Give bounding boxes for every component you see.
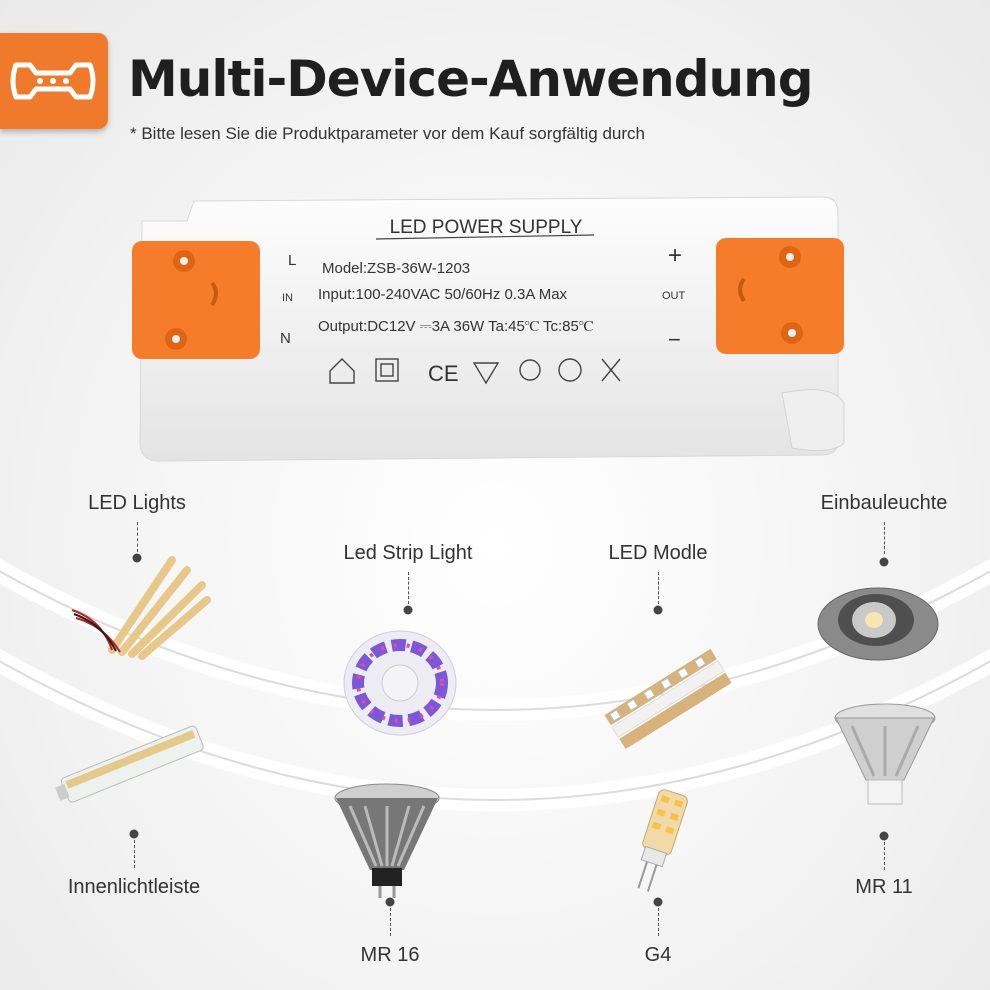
pin-line-led-modle — [658, 572, 659, 604]
pin-dot-mr16 — [385, 897, 395, 907]
left-terminal-block — [132, 241, 260, 359]
pin-line-led-strip — [408, 572, 409, 604]
right-terminal-block — [716, 238, 844, 354]
psu-output: Output:DC12V ⎓3A 36W Ta:45℃ Tc:85℃ — [318, 318, 594, 335]
label-g4: G4 — [644, 944, 672, 966]
pin-line-mr11 — [884, 842, 885, 870]
psu-right-minus: − — [668, 327, 681, 352]
g4-image — [637, 789, 688, 892]
innenlichtleiste-image — [55, 725, 204, 803]
safety-transformer-icon — [519, 359, 541, 381]
wrench-connector-icon — [10, 62, 96, 100]
certification-icons — [329, 358, 621, 385]
pin-line-g4 — [658, 908, 659, 936]
pin-dot-led-lights — [132, 553, 142, 563]
led-strip-light-image — [343, 630, 457, 736]
psu-left-in: IN — [282, 292, 293, 304]
led-lights-image — [71, 556, 211, 660]
label-led-strip-light: Led Strip Light — [343, 542, 473, 564]
pin-line-mr16 — [390, 908, 391, 936]
tool-logo-badge — [0, 33, 108, 129]
pin-dot-innenlichtleiste — [129, 829, 139, 839]
pin-line-innenlichtleiste — [134, 840, 135, 868]
pin-dot-led-strip — [403, 605, 413, 615]
psu-heading: LED POWER SUPPLY — [390, 217, 583, 238]
pin-dot-led-modle — [653, 605, 663, 615]
pin-line-led-lights — [137, 522, 138, 552]
weee-bin-icon — [601, 358, 621, 382]
psu-left-n: N — [280, 330, 291, 347]
short-circuit-proof-icon — [558, 358, 582, 382]
psu-right-plus: + — [668, 242, 682, 269]
psu-left-l: L — [288, 252, 296, 269]
psu-model: Model:ZSB-36W-1203 — [322, 260, 470, 277]
label-mr16: MR 16 — [360, 944, 420, 966]
indoor-use-icon — [329, 358, 355, 384]
page-title: Multi-Device-Anwendung — [128, 50, 813, 108]
psu-input: Input:100-240VAC 50/60Hz 0.3A Max — [318, 286, 568, 303]
mr16-image — [334, 783, 440, 898]
led-modle-image — [604, 648, 732, 750]
double-insulation-icon — [375, 358, 399, 382]
label-innenlichtleiste: Innenlichtleiste — [67, 876, 201, 898]
psu-right-out: OUT — [662, 290, 686, 302]
m-mark-icon — [472, 362, 500, 385]
einbauleuchte-image — [817, 587, 939, 661]
label-led-lights: LED Lights — [88, 492, 186, 514]
led-power-supply: LED POWER SUPPLY Model:ZSB-36W-1203 Inpu… — [132, 196, 845, 462]
label-mr11: MR 11 — [855, 876, 913, 898]
pin-dot-g4 — [653, 897, 663, 907]
pin-line-einbauleuchte — [884, 522, 885, 554]
pin-dot-mr11 — [879, 831, 889, 841]
mr11-image — [834, 703, 936, 805]
pin-dot-einbauleuchte — [879, 557, 889, 567]
label-einbauleuchte: Einbauleuchte — [820, 492, 948, 514]
page-subtitle: * Bitte lesen Sie die Produktparameter v… — [130, 124, 645, 143]
label-led-modle: LED Modle — [608, 542, 708, 564]
double-insulation-inner-icon — [380, 363, 394, 377]
ce-mark-icon: CE — [428, 361, 459, 386]
